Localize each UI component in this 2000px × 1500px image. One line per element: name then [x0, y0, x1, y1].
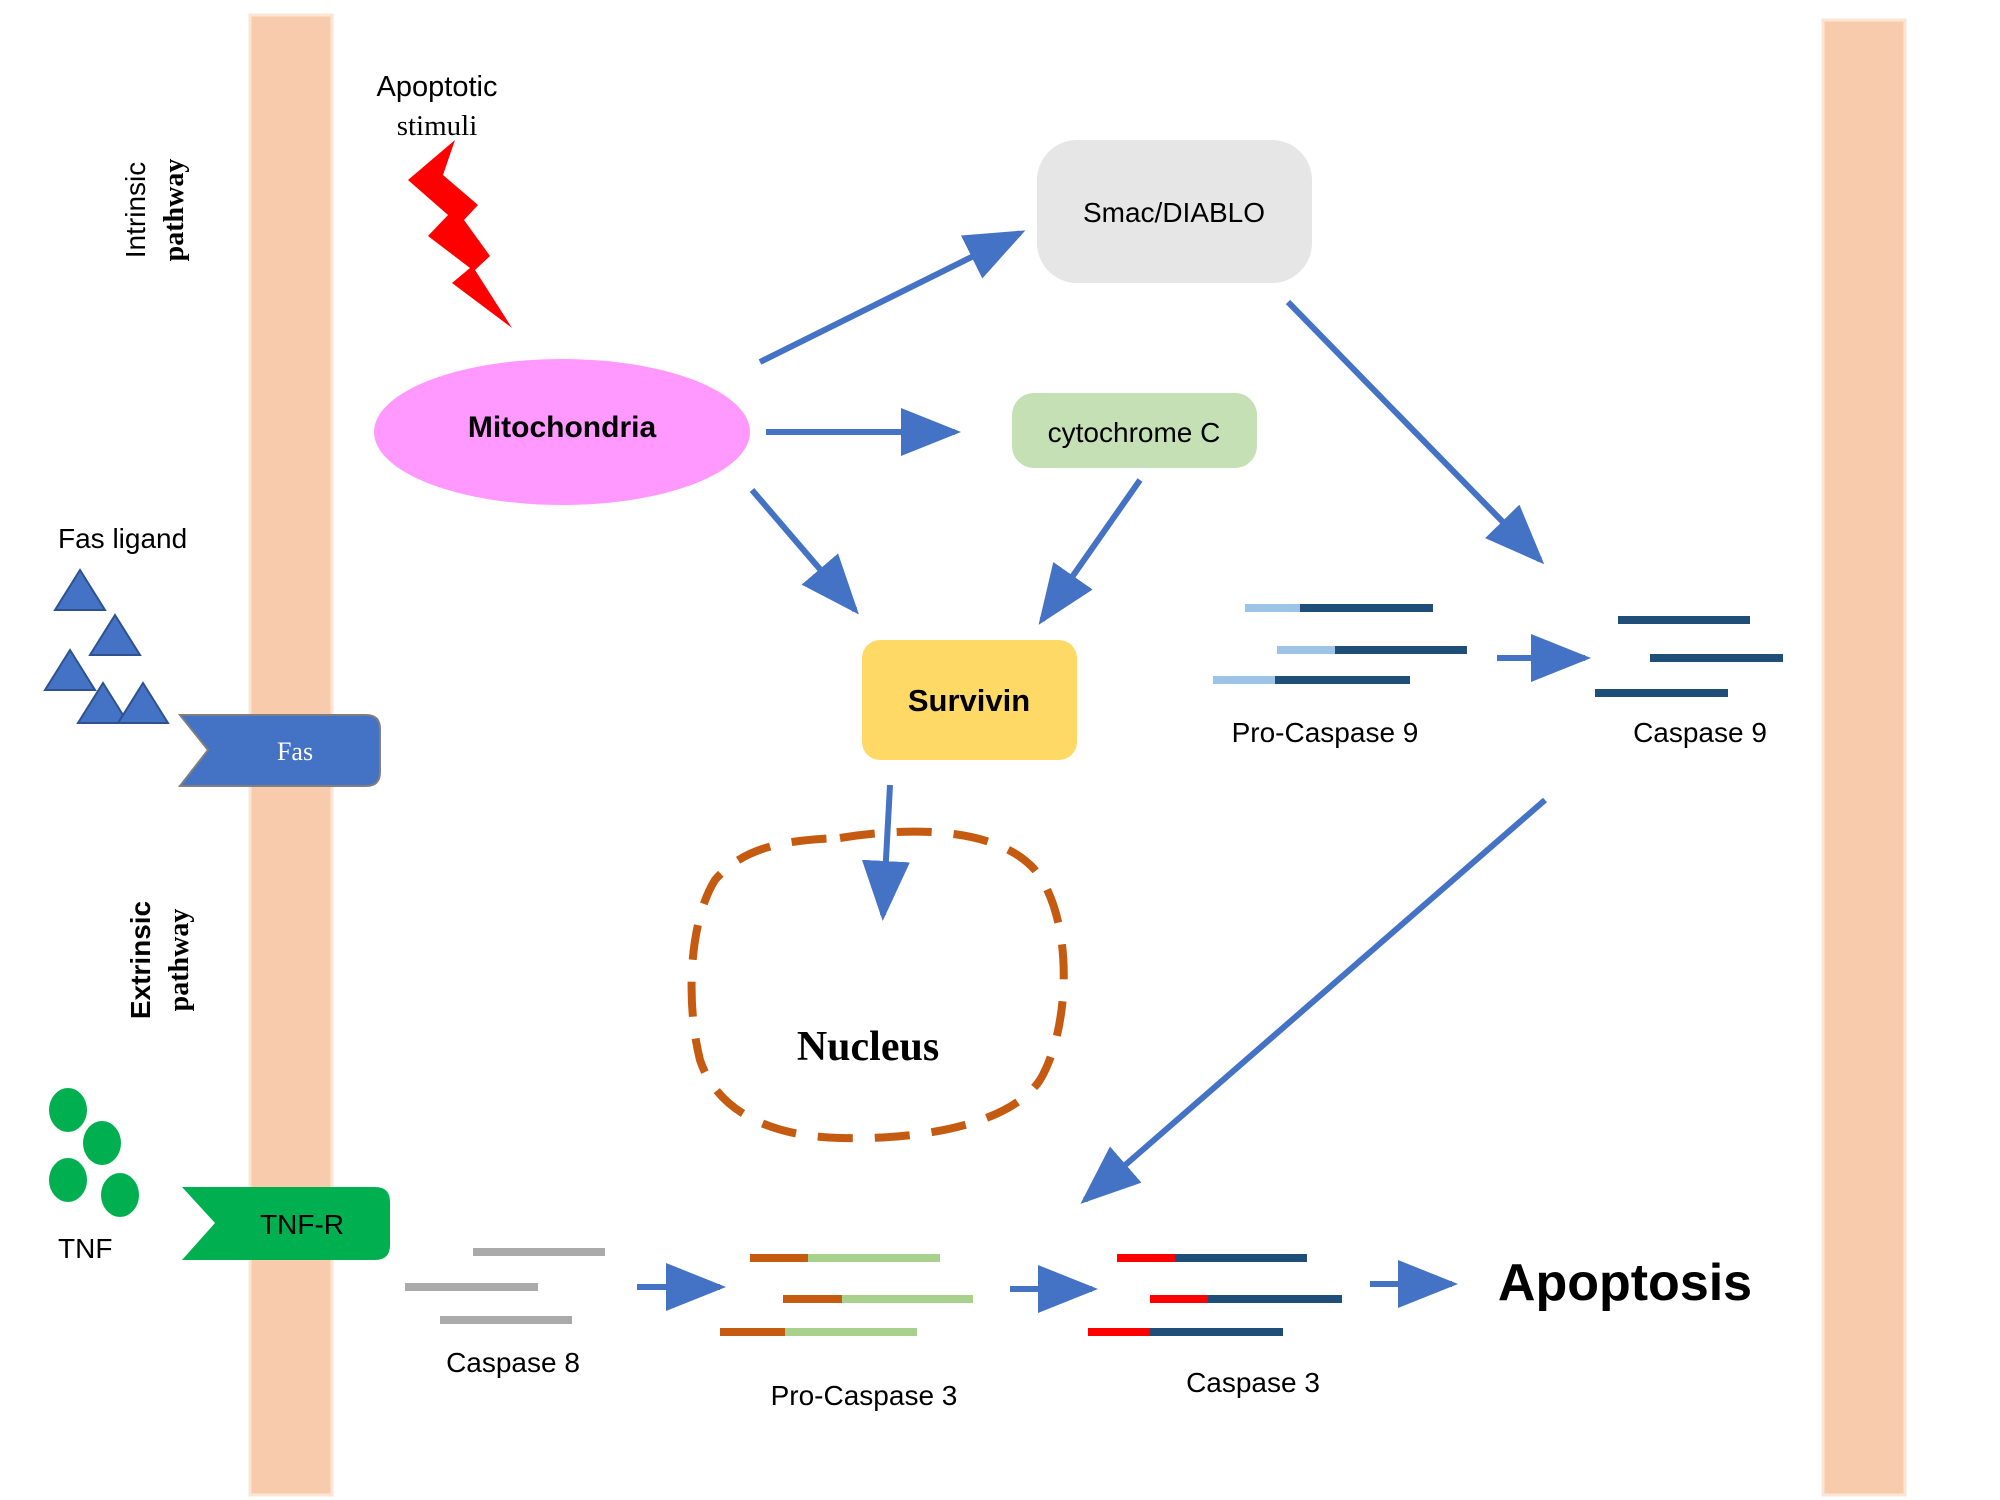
nucleus-boundary [687, 827, 1068, 1143]
intrinsic-pathway-label: Intrinsic pathway [120, 159, 190, 262]
fas-receptor-icon [177, 714, 381, 787]
mitochondria-label: Mitochondria [468, 411, 657, 444]
tnf-r-receptor-icon [182, 1187, 390, 1260]
apoptotic-stimuli-label-1: Apoptotic [377, 71, 498, 103]
survivin-label: Survivin [908, 683, 1030, 718]
arrow-smac-to-caspase9 [1285, 299, 1545, 565]
cytochrome-c-node [1012, 393, 1257, 468]
survivin-node [862, 640, 1077, 760]
smac-diablo-node [1037, 140, 1312, 283]
tnf-icons [49, 1088, 139, 1217]
apoptotic-stimuli-label-2: stimuli [397, 110, 478, 142]
mitochondria-node [374, 359, 750, 505]
tnf-label: TNF [58, 1233, 112, 1264]
fas-label: Fas [277, 737, 313, 766]
right-membrane [1821, 18, 1907, 1497]
lightning-bolt-icon [408, 140, 512, 328]
caspase-9-icon [1595, 616, 1783, 697]
caspase-3-icon [1088, 1254, 1342, 1336]
arrow-mito-to-smac [758, 230, 1026, 365]
svg-text:Intrinsic: Intrinsic [120, 162, 151, 258]
svg-text:pathway: pathway [164, 909, 195, 1012]
nucleus-label: Nucleus [797, 1024, 939, 1070]
caspase-8-label: Caspase 8 [446, 1347, 580, 1378]
fas-ligand-icons [43, 568, 170, 724]
tnf-r-label: TNF-R [260, 1209, 344, 1240]
arrow-cytochrome-to-survivin [1038, 478, 1143, 625]
svg-text:pathway: pathway [159, 159, 190, 262]
pro-caspase-3-icon [720, 1254, 973, 1336]
cytochrome-c-label: cytochrome C [1048, 417, 1221, 448]
arrow-survivin-to-nucleus [861, 784, 910, 921]
extrinsic-pathway-label: Extrinsic pathway [125, 901, 195, 1019]
smac-diablo-label: Smac/DIABLO [1083, 197, 1265, 228]
caspase-9-label: Caspase 9 [1633, 717, 1767, 748]
caspase-8-icon [405, 1248, 605, 1324]
fas-ligand-label: Fas ligand [58, 523, 187, 554]
pro-caspase-3-label: Pro-Caspase 3 [771, 1380, 958, 1411]
pathway-arrows [637, 230, 1591, 1313]
caspase-3-label: Caspase 3 [1186, 1367, 1320, 1398]
pro-caspase-9-label: Pro-Caspase 9 [1232, 717, 1419, 748]
svg-text:Extrinsic: Extrinsic [125, 901, 156, 1019]
arrow-mito-to-survivin [749, 488, 859, 615]
apoptosis-label: Apoptosis [1498, 1254, 1752, 1312]
pro-caspase-9-icon [1213, 604, 1467, 684]
arrow-caspase9-to-caspase3 [1080, 797, 1547, 1204]
